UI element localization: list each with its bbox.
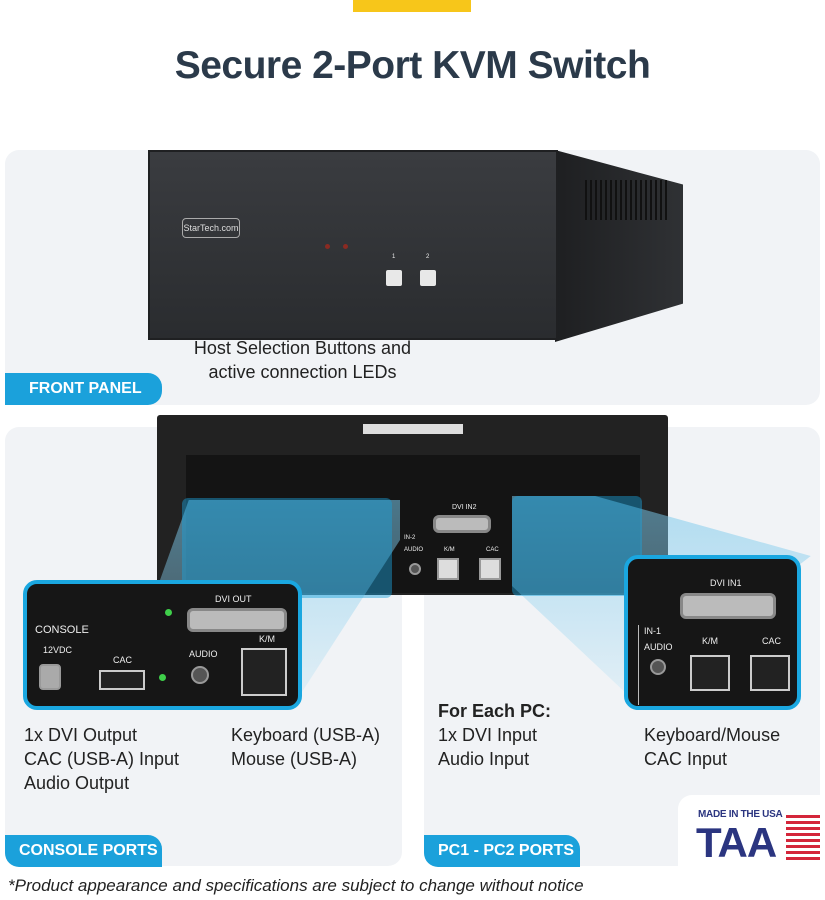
audio-jack-icon (650, 659, 666, 675)
caption-line: Host Selection Buttons and (193, 338, 412, 358)
host-button-2 (420, 270, 436, 286)
port-label: IN-1 (644, 626, 662, 636)
port-label: CAC (762, 636, 782, 646)
front-panel-tab: FRONT PANEL (5, 373, 162, 405)
feature-item: Mouse (USB-A) (231, 749, 358, 769)
pc-features-left: For Each PC: 1x DVI Input Audio Input (438, 699, 551, 771)
feature-item: CAC Input (644, 749, 728, 769)
led-icon (325, 244, 330, 249)
dvi-port-icon (680, 593, 776, 619)
port-label: K/M (444, 547, 455, 553)
label-sticker (363, 424, 463, 434)
feature-item: Keyboard (USB-A) (231, 725, 381, 745)
vent-icon (585, 180, 670, 220)
flag-stripes-icon (786, 815, 820, 863)
feature-item: 1x DVI Output (24, 725, 138, 745)
console-features-left: 1x DVI Output CAC (USB-A) Input Audio Ou… (24, 723, 179, 795)
port-label: 12VDC (43, 645, 73, 655)
feature-item: Audio Input (438, 749, 530, 769)
kvm-front-image (148, 150, 558, 340)
feature-item: CAC (USB-A) Input (24, 749, 180, 769)
port-label: K/M (702, 636, 719, 646)
pc-ports-inset: DVI IN1 IN-1 AUDIO K/M CAC (624, 555, 801, 710)
divider (638, 625, 639, 705)
console-ports-inset: CONSOLE 12VDC CAC AUDIO DVI OUT K/M (23, 580, 302, 710)
port-label: DVI IN1 (710, 578, 742, 588)
usb-a-port-icon (99, 670, 145, 690)
usb-b-port-icon (479, 558, 501, 580)
port-label: DVI IN2 (452, 504, 477, 511)
pc-ports-tab: PC1 - PC2 PORTS (424, 835, 580, 867)
startech-logo: StarTech.com (182, 218, 240, 238)
feature-item: 1x DVI Input (438, 725, 538, 745)
port-label: AUDIO (189, 649, 218, 659)
port-label: CAC (486, 547, 499, 553)
led-icon (165, 609, 172, 616)
pc1-highlight (512, 496, 642, 596)
pc-features-right: Keyboard/Mouse CAC Input (644, 723, 780, 771)
port-label: K/M (259, 634, 276, 644)
led-icon (343, 244, 348, 249)
power-port-icon (39, 664, 61, 690)
feature-item: Audio Output (24, 773, 130, 793)
dvi-port-icon (187, 608, 287, 632)
port-label: CAC (113, 655, 133, 665)
feature-item: Keyboard/Mouse (644, 725, 781, 745)
page-title: Secure 2-Port KVM Switch (174, 44, 651, 87)
usb-b-port-icon (690, 655, 730, 691)
console-features-right: Keyboard (USB-A) Mouse (USB-A) (231, 723, 380, 771)
badge-top-text: MADE IN THE USA (698, 809, 783, 820)
port-label: DVI OUT (215, 594, 252, 604)
footnote: *Product appearance and specifications a… (8, 876, 584, 895)
taa-badge: MADE IN THE USA TAA (678, 795, 820, 866)
caption-line: active connection LEDs (208, 362, 397, 382)
usb-a-dual-port-icon (241, 648, 287, 696)
badge-main-text: TAA (696, 819, 777, 866)
port-label: AUDIO (404, 547, 424, 553)
front-caption: Host Selection Buttons and active connec… (170, 336, 435, 384)
port-label: IN-2 (404, 535, 416, 541)
usb-b-port-icon (437, 558, 459, 580)
pc-heading: For Each PC: (438, 701, 552, 721)
accent-bar (353, 0, 471, 12)
led-icon (159, 674, 166, 681)
usb-b-port-icon (750, 655, 790, 691)
port-label: AUDIO (644, 642, 673, 652)
button-label: 2 (426, 254, 430, 260)
console-ports-tab: CONSOLE PORTS (5, 835, 162, 867)
button-label: 1 (392, 254, 396, 260)
audio-jack-icon (191, 666, 209, 684)
audio-jack-icon (409, 563, 421, 575)
host-button-1 (386, 270, 402, 286)
port-label: CONSOLE (35, 624, 89, 636)
dvi-port-icon (433, 515, 491, 533)
